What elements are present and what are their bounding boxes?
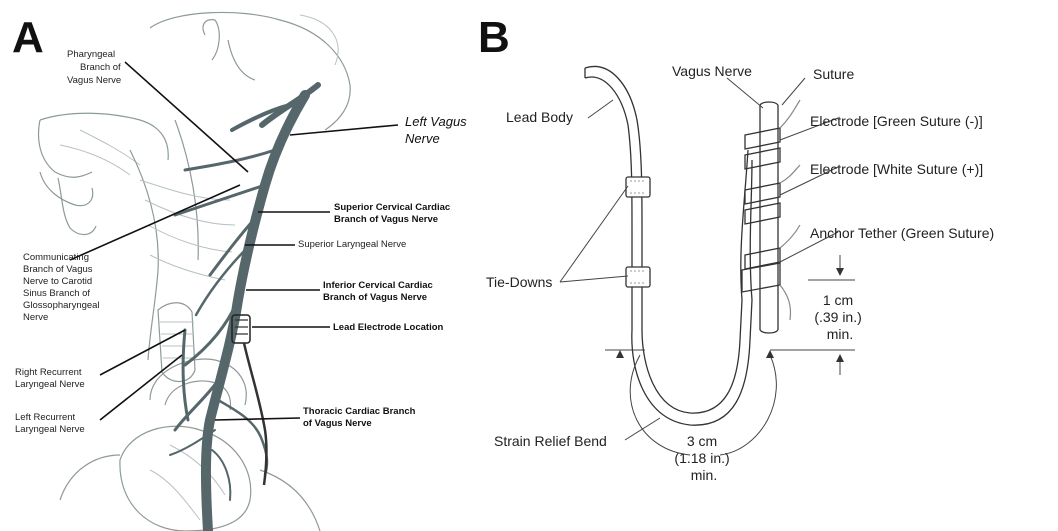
tie-downs <box>626 177 650 287</box>
panel-b: B <box>478 13 994 483</box>
panel-a-letter: A <box>12 13 44 62</box>
label-left-recurrent-laryngeal: Left Recurrent Laryngeal Nerve <box>15 412 85 435</box>
panel-b-letter: B <box>478 13 510 62</box>
panel-a: A <box>12 12 470 531</box>
label-suture: Suture <box>813 66 854 82</box>
helical-electrodes <box>741 100 800 320</box>
label-electrode-green-suture: Electrode [Green Suture (-)] <box>810 113 983 129</box>
label-tie-downs: Tie-Downs <box>486 274 552 290</box>
label-communicating-branch: Communicating Branch of Vagus Nerve to C… <box>23 252 102 323</box>
label-inferior-cervical-cardiac: Inferior Cervical Cardiac Branch of Vagu… <box>323 280 435 303</box>
label-lead-electrode-location: Lead Electrode Location <box>333 322 444 333</box>
panel-b-leaders <box>560 78 838 440</box>
label-lead-body: Lead Body <box>506 109 573 125</box>
label-dimension-1cm: 1 cm (.39 in.) min. <box>814 292 865 342</box>
label-superior-cervical-cardiac: Superior Cervical Cardiac Branch of Vagu… <box>334 202 453 225</box>
label-superior-laryngeal-nerve: Superior Laryngeal Nerve <box>298 239 406 250</box>
lead-electrode-device <box>232 315 267 485</box>
label-thoracic-cardiac-branch: Thoracic Cardiac Branch of Vagus Nerve <box>303 406 418 429</box>
label-dimension-3cm: 3 cm (1.18 in.) min. <box>674 433 733 483</box>
label-electrode-white-suture: Electrode [White Suture (+)] <box>810 161 983 177</box>
label-anchor-tether: Anchor Tether (Green Suture) <box>810 225 994 241</box>
label-left-vagus-nerve: Left Vagus Nerve <box>405 114 470 146</box>
label-vagus-nerve: Vagus Nerve <box>672 63 752 79</box>
label-right-recurrent-laryngeal: Right Recurrent Laryngeal Nerve <box>15 367 85 390</box>
lead-body <box>585 67 752 426</box>
label-strain-relief-bend: Strain Relief Bend <box>494 433 607 449</box>
label-pharyngeal-branch: Pharyngeal Branch of Vagus Nerve <box>67 49 123 86</box>
